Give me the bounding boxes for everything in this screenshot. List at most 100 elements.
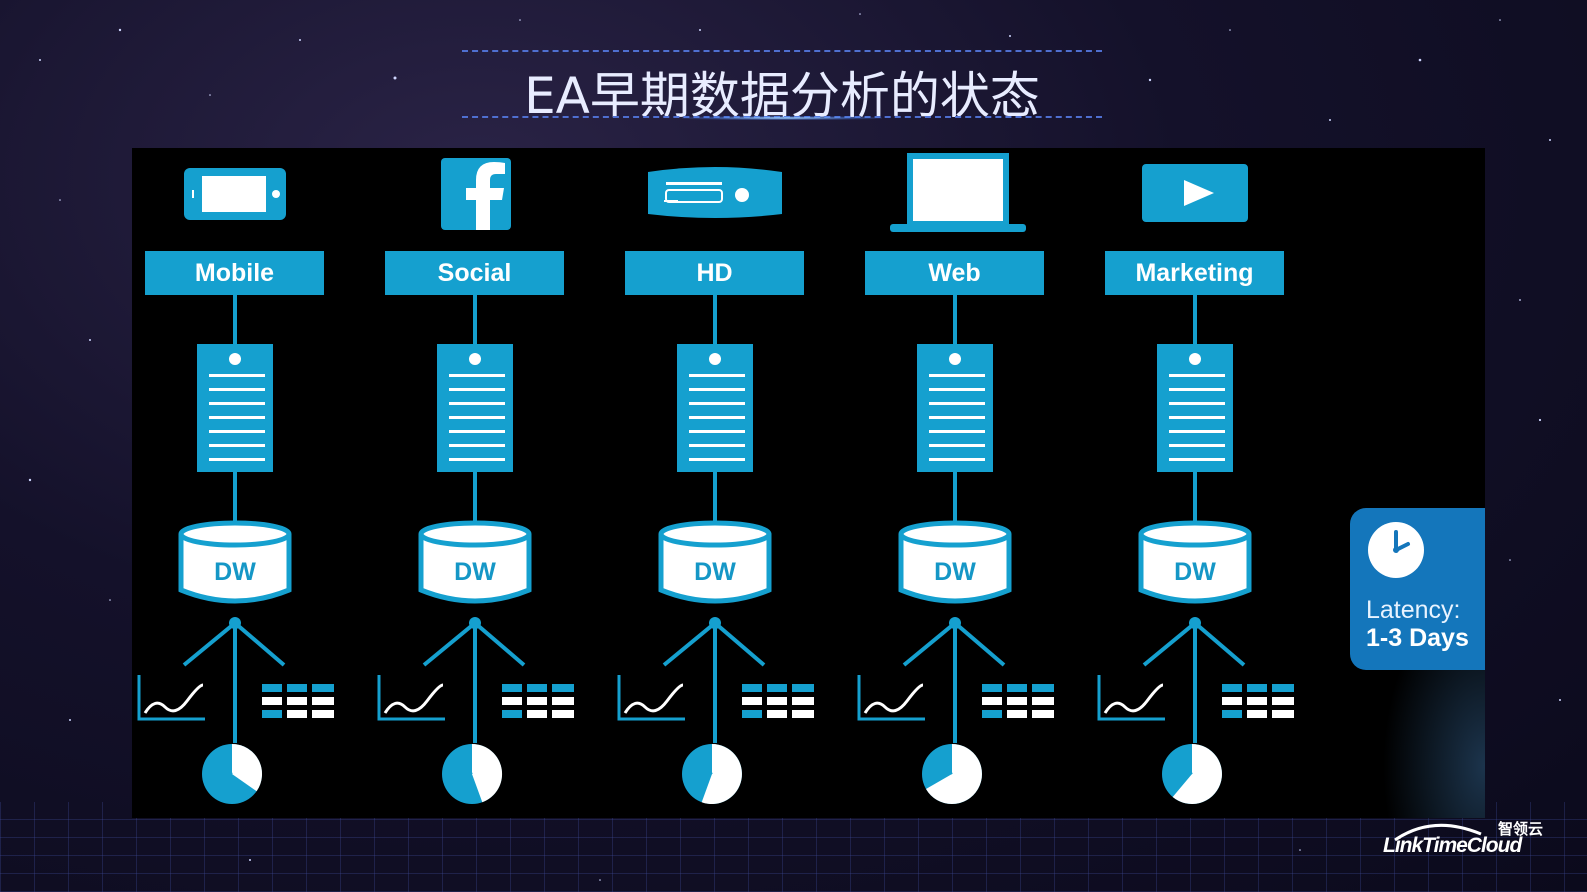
branch-connector (182, 617, 286, 743)
pie-chart-icon (1162, 744, 1222, 804)
data-warehouse: DW (177, 520, 293, 608)
server-line (449, 374, 505, 377)
title-area: EA早期数据分析的状态 (462, 48, 1102, 125)
connector-line (713, 472, 717, 522)
facebook-icon (441, 158, 511, 230)
table-icon (742, 684, 814, 718)
dw-label: DW (214, 558, 256, 586)
server-line (449, 416, 505, 419)
server-dot (709, 353, 721, 365)
branch-connector (1142, 617, 1246, 743)
server-dot (1189, 353, 1201, 365)
dw-label: DW (694, 558, 736, 586)
server-line (929, 388, 985, 391)
logo-chinese-text: 智领云 (1497, 820, 1543, 838)
line-chart-icon (137, 675, 205, 721)
page-title: EA早期数据分析的状态 (524, 67, 1040, 125)
connector-line (1193, 472, 1197, 522)
data-warehouse: DW (417, 520, 533, 608)
connector-line (1193, 295, 1197, 344)
logo-arc-icon (1394, 823, 1482, 842)
server-line (1169, 416, 1225, 419)
server-line (449, 388, 505, 391)
source-label: Marketing (1105, 251, 1284, 295)
pie-chart-icon (442, 743, 503, 804)
latency-value: 1-3 Days (1366, 624, 1469, 652)
server-line (929, 458, 985, 461)
data-warehouse: DW (1137, 520, 1253, 608)
data-warehouse: DW (897, 520, 1013, 608)
pie-chart-icon (922, 744, 982, 804)
source-label: Web (865, 251, 1044, 295)
table-icon (1222, 684, 1294, 718)
server-line (1169, 458, 1225, 461)
server-dot (229, 353, 241, 365)
server-line (209, 402, 265, 405)
latency-callout: Latency: 1-3 Days (1350, 508, 1485, 670)
server-line (689, 388, 745, 391)
table-icon (982, 684, 1054, 718)
branch-connector (662, 617, 766, 743)
pipeline-column-mobile: Mobile DW (132, 148, 372, 818)
data-warehouse: DW (657, 520, 773, 608)
server-dot (469, 353, 481, 365)
pie-chart-icon (202, 744, 263, 804)
connector-line (233, 295, 237, 344)
server-line (929, 374, 985, 377)
line-chart-icon (617, 675, 685, 721)
server-line (689, 416, 745, 419)
server-line (209, 444, 265, 447)
server-line (929, 416, 985, 419)
source-label: Mobile (145, 251, 324, 295)
line-chart-icon (1097, 675, 1165, 721)
branch-connector (902, 617, 1006, 743)
title-glow (682, 116, 882, 120)
server-line (209, 374, 265, 377)
database-icon (898, 520, 1012, 604)
clock-icon (1368, 522, 1424, 578)
server-line (689, 430, 745, 433)
server-icon (677, 344, 753, 472)
server-line (209, 416, 265, 419)
connector-line (713, 295, 717, 344)
server-line (689, 444, 745, 447)
server-line (1169, 374, 1225, 377)
server-icon (1157, 344, 1233, 472)
pipeline-column-web: Web DW (852, 148, 1092, 818)
server-line (1169, 388, 1225, 391)
connector-line (473, 472, 477, 522)
table-icon (502, 684, 574, 718)
connector-line (233, 472, 237, 522)
mobile-icon (184, 168, 286, 220)
play-icon (1142, 164, 1248, 222)
dw-label: DW (1174, 558, 1216, 586)
dw-label: DW (454, 558, 496, 586)
server-line (929, 402, 985, 405)
connector-line (953, 295, 957, 344)
pie-chart-icon (682, 744, 742, 804)
company-logo: 智领云 LinkTimeCloud (1383, 818, 1543, 862)
source-label: Social (385, 251, 564, 295)
database-icon (658, 520, 772, 604)
connector-line (953, 472, 957, 522)
server-line (689, 458, 745, 461)
server-line (209, 388, 265, 391)
server-icon (197, 344, 273, 472)
pipeline-column-marketing: Marketing DW (1092, 148, 1332, 818)
title-divider-top (462, 50, 1102, 52)
latency-label: Latency: (1366, 596, 1461, 624)
console-icon (648, 167, 782, 218)
server-line (1169, 444, 1225, 447)
connector-line (473, 295, 477, 344)
server-line (449, 402, 505, 405)
branch-connector (422, 617, 526, 743)
server-line (929, 444, 985, 447)
database-icon (178, 520, 292, 604)
server-line (1169, 402, 1225, 405)
line-chart-icon (377, 675, 445, 721)
line-chart-icon (857, 675, 925, 721)
server-line (689, 402, 745, 405)
server-line (1169, 430, 1225, 433)
dw-label: DW (934, 558, 976, 586)
